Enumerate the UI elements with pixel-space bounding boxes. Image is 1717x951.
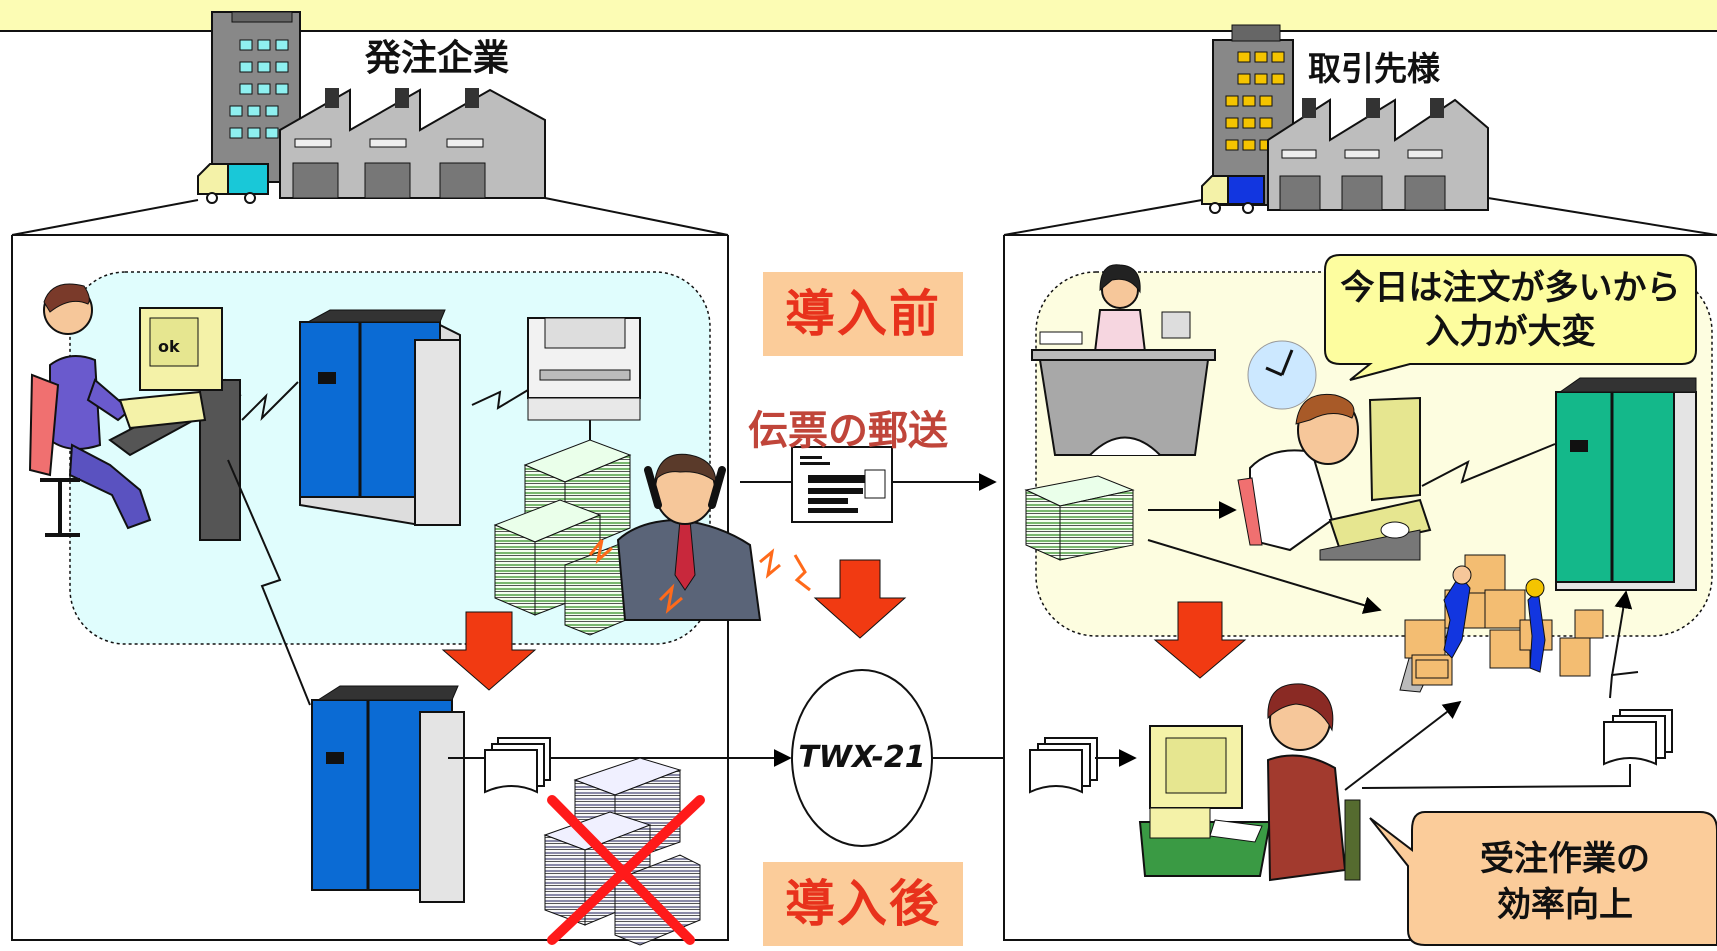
operator-person-icon: [1266, 683, 1361, 882]
center-down-arrow: [813, 559, 907, 639]
supplier-building-icon: [1212, 24, 1294, 206]
after-host-server-icon: [311, 685, 465, 903]
crossed-paper-stack-icon: [543, 757, 705, 946]
right-down-arrow: [1153, 601, 1247, 679]
envelope-icon: [791, 446, 893, 523]
ordering-company-factory-icon: [279, 88, 546, 199]
before-badge: 導入前: [763, 272, 963, 356]
boxes-icon: [1399, 554, 1604, 693]
clock-icon: [1247, 340, 1317, 410]
busy-bubble-line-2: 入力が大変: [1425, 312, 1596, 352]
link-zigzag-2: [471, 389, 529, 410]
office-worker-person-icon: [28, 283, 152, 537]
supplier-server-icon: [1555, 377, 1697, 591]
left-down-arrow: [441, 611, 537, 691]
link-zigzag: [241, 381, 299, 421]
ordering-company-building-icon: [211, 11, 301, 183]
left-document-icon: [484, 737, 551, 794]
supplier-factory-icon: [1267, 98, 1489, 211]
busy-speech-bubble: [1324, 254, 1697, 381]
stressed-person-icon: [588, 453, 811, 621]
busy-bubble-text: 今日は注文が多いから 入力が大変: [1325, 266, 1696, 354]
supplier-paper-stack-icon: [1024, 475, 1135, 561]
ordering-company-truck-icon: [197, 163, 269, 204]
efficiency-bubble-text: 受注作業の 効率向上: [1430, 836, 1700, 928]
office-computer-icon: ok: [108, 307, 242, 541]
outgoing-document-icon: [1603, 709, 1673, 766]
efficiency-bubble-line-1: 受注作業の: [1480, 839, 1650, 879]
supplier-truck-icon: [1201, 175, 1265, 214]
reception-desk-icon: [1031, 311, 1216, 456]
link-zigzag-3: [1421, 443, 1556, 487]
printer-icon: [527, 317, 641, 421]
clerk-computer-icon: [1319, 396, 1432, 561]
efficiency-speech-bubble: [1369, 811, 1717, 946]
reception-person-icon: [1093, 264, 1147, 353]
slip-mailing-label: 伝票の郵送: [748, 408, 948, 454]
busy-bubble-line-1: 今日は注文が多いから: [1340, 268, 1681, 308]
svg-text:ok: ok: [158, 337, 180, 356]
busy-clerk-person-icon: [1237, 393, 1359, 552]
before-host-server-icon: [299, 309, 461, 526]
after-badge: 導入後: [763, 862, 963, 946]
link-diagonal: [227, 459, 311, 706]
incoming-document-icon: [1029, 737, 1098, 794]
twx21-label: TWX-21: [798, 740, 926, 775]
ordering-company-label: 発注企業: [365, 37, 509, 79]
efficiency-bubble-line-2: 効率向上: [1497, 885, 1633, 925]
supplier-label: 取引先様: [1308, 49, 1441, 88]
operator-computer-icon: [1138, 725, 1272, 877]
